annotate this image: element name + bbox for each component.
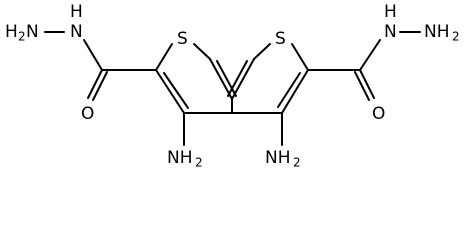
atom-nh-right-h: H <box>384 2 397 22</box>
atom-h2n-left-sub: 2 <box>18 30 26 44</box>
bond-nh-carbonyl-left <box>83 39 103 71</box>
atom-s-right: S <box>275 29 286 49</box>
atom-nh2-left-sub: 2 <box>195 156 203 170</box>
atom-h2n-left-h: H <box>5 22 18 42</box>
bond-c3a-c7a-left <box>209 58 233 100</box>
chemical-structure-diagram: H 2 N H N O S S NH 2 NH 2 O H N NH 2 <box>5 2 460 170</box>
atom-nh2-end-right: NH <box>424 22 450 42</box>
bond-c2-c3-left <box>155 69 185 114</box>
atom-nh2-left: NH <box>167 148 193 168</box>
bond-c7a-s-right <box>253 43 271 60</box>
bond-c2-c3-left-inner <box>163 72 189 109</box>
bond-carbonyl-o-right-b <box>354 71 370 101</box>
atom-o-right: O <box>372 104 385 124</box>
bond-s-c7-left <box>193 43 211 60</box>
atom-label-layer: H 2 N H N O S S NH 2 NH 2 O H N NH 2 <box>5 2 460 170</box>
atom-nh-right-n: N <box>384 22 397 42</box>
atom-nh2-right-sub: 2 <box>293 156 301 170</box>
bond-c7a-c3a-right <box>231 58 255 100</box>
bond-c3a-c7a-left-inner <box>216 60 237 97</box>
bond-carbonyl-nh-right <box>359 39 381 71</box>
bond-carbonyl-o-left-b <box>92 71 108 101</box>
bond-carbonyl-o-right-a <box>359 69 375 99</box>
atom-nh-left-h: H <box>70 2 83 22</box>
atom-o-left: O <box>81 104 94 124</box>
atom-nh2-right: NH <box>265 148 291 168</box>
bond-s-c2-left <box>155 43 173 71</box>
bond-c7a-c3a-right-inner <box>227 60 248 97</box>
atom-nh2-end-right-sub: 2 <box>452 30 460 44</box>
bond-c4-c5-right <box>281 69 309 114</box>
bond-s-c5-right <box>291 43 309 71</box>
bond-carbonyl-o-left-a <box>87 69 103 99</box>
atom-nh-left-n: N <box>70 22 83 42</box>
bond-layer <box>44 31 421 146</box>
atom-h2n-left-n: N <box>26 22 39 42</box>
atom-s-left: S <box>177 29 188 49</box>
bond-c4-c5-right-inner <box>277 72 301 108</box>
